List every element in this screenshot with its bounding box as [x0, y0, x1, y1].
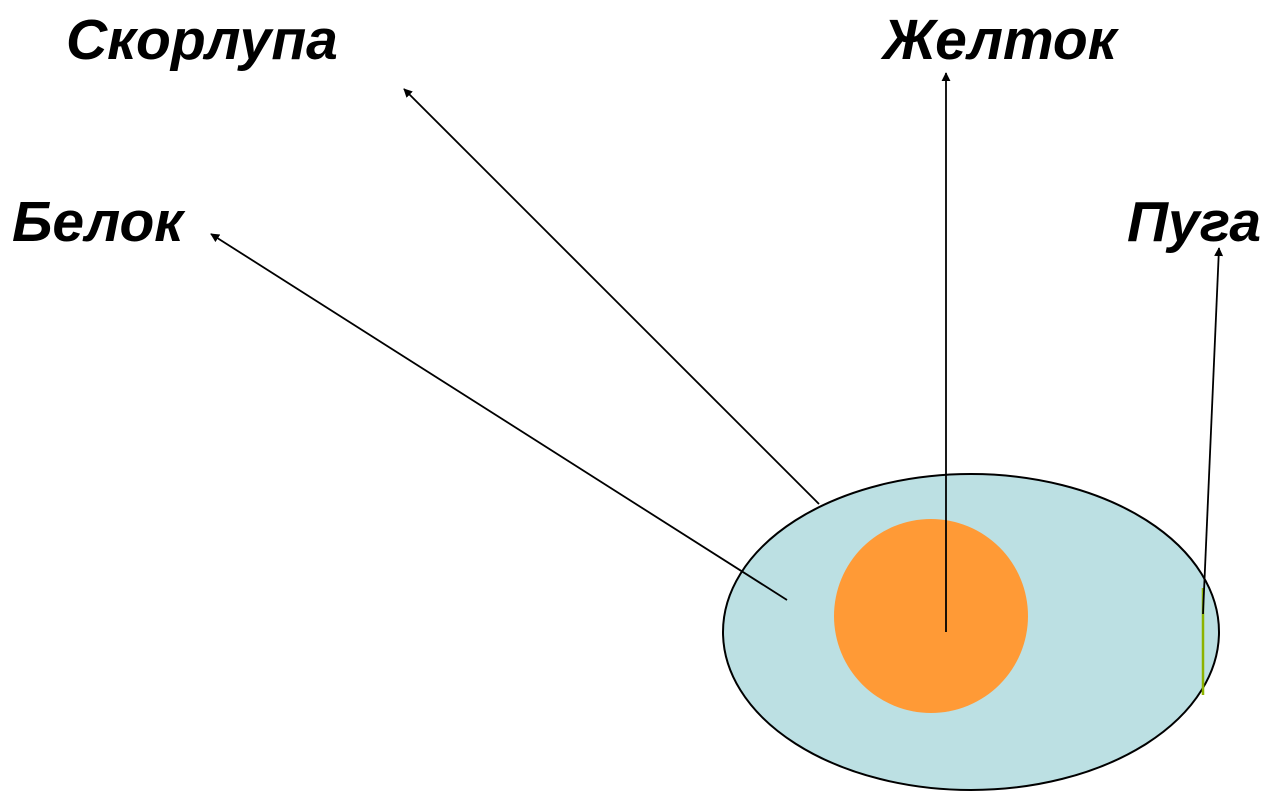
shell-label: Скорлупа	[66, 8, 338, 72]
white-pointer-arrow	[210, 233, 788, 601]
germinal-disc-pointer-arrow	[1202, 247, 1224, 615]
shell-pointer-arrow	[403, 88, 820, 505]
yolk-label: Желток	[883, 8, 1117, 72]
germinal-disc-label: Пуга	[1127, 190, 1262, 254]
yolk-shape	[834, 519, 1028, 713]
egg-white-label: Белок	[12, 190, 184, 254]
